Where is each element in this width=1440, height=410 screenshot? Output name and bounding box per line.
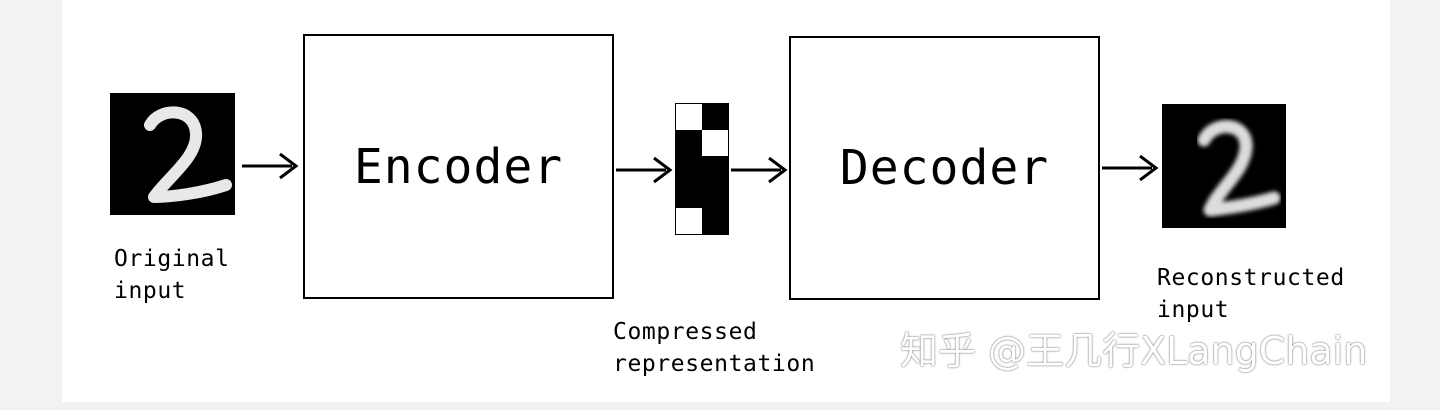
encoder-box: Encoder [303,34,614,299]
encoder-label: Encoder [353,138,564,195]
watermark: 知乎 @王几行XLangChain [900,329,1368,373]
code-cell [702,130,728,156]
code-cell [676,104,702,130]
caption-line: representation [613,351,816,377]
arrow-code-to-decoder [731,156,788,184]
arrow-encoder-to-code [616,156,673,184]
code-cell [702,104,728,130]
original-input-caption: Original input [114,243,230,307]
code-cell [676,156,702,182]
handwritten-two-icon [144,106,232,203]
original-input-image [110,93,235,215]
reconstructed-input-caption: Reconstructed input [1157,262,1345,326]
arrow-decoder-to-output [1102,154,1159,182]
decoder-label: Decoder [839,140,1050,196]
caption-line: Compressed [613,319,758,345]
handwritten-two-icon [1197,120,1281,217]
code-cell [702,208,728,234]
caption-line: Original [114,246,230,272]
caption-line: Reconstructed [1157,265,1345,291]
reconstructed-input-image [1162,104,1286,228]
caption-line: input [1157,297,1230,323]
code-cell [676,130,702,156]
caption-line: input [114,278,187,304]
compressed-representation-caption: Compressed representation [613,316,815,380]
compressed-code-grid [675,103,729,235]
code-cell [676,208,702,234]
decoder-box: Decoder [789,36,1100,300]
code-cell [676,182,702,208]
code-cell [702,156,728,182]
arrow-input-to-encoder [242,152,299,180]
code-cell [702,182,728,208]
